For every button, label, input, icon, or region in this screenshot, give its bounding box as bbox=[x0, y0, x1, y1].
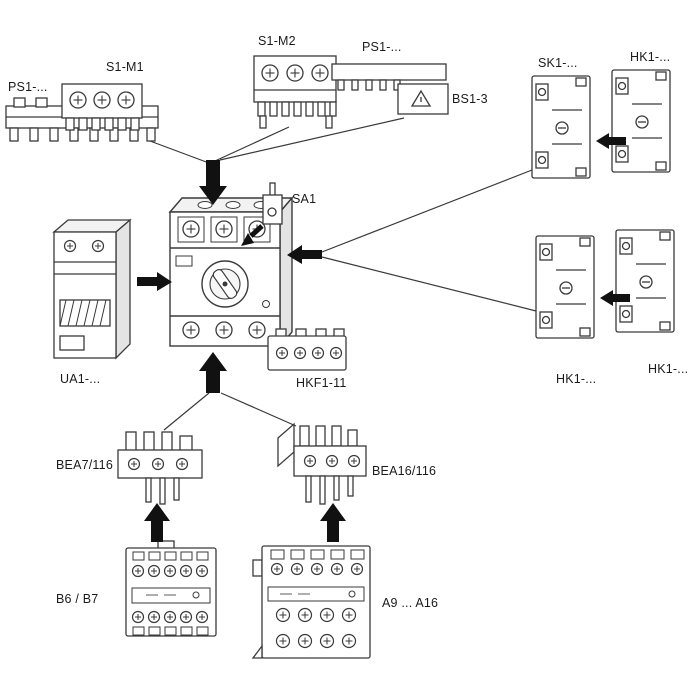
label-bea7-116: BEA7/116 bbox=[56, 458, 113, 472]
component-b6-b7 bbox=[125, 540, 217, 637]
component-s1-m1 bbox=[61, 83, 143, 131]
component-hkf1-11 bbox=[267, 328, 347, 371]
component-sa1 bbox=[262, 182, 283, 225]
component-bs1-3 bbox=[397, 83, 449, 115]
label-sa1: SA1 bbox=[292, 192, 317, 206]
label-s1-m2: S1-M2 bbox=[258, 34, 296, 48]
flow-arrows bbox=[137, 133, 630, 542]
component-hk1-mid-left-module bbox=[535, 235, 595, 339]
label-bea16-116: BEA16/116 bbox=[372, 464, 437, 478]
label-hk1-mid-left: HK1-... bbox=[556, 372, 597, 386]
component-motor-starter bbox=[168, 196, 294, 348]
component-a9-a16 bbox=[251, 545, 371, 659]
label-hkf1-11: HKF1-11 bbox=[296, 376, 347, 390]
label-ps1-left: PS1-... bbox=[8, 80, 48, 94]
component-hk1-mid-right-module bbox=[615, 229, 675, 333]
component-bea7-116 bbox=[117, 431, 203, 505]
label-sk1: SK1-... bbox=[538, 56, 578, 70]
component-ps1-busbar-right bbox=[331, 63, 447, 91]
label-hk1-top: HK1-... bbox=[630, 50, 671, 64]
label-a9-a16: A9 ... A16 bbox=[382, 596, 439, 610]
component-sk1-module bbox=[531, 75, 591, 179]
label-ua1: UA1-... bbox=[60, 372, 101, 386]
label-bs1-3: BS1-3 bbox=[452, 92, 488, 106]
label-ps1-right: PS1-... bbox=[362, 40, 402, 54]
component-s1-m2 bbox=[253, 55, 337, 129]
label-hk1-mid-right: HK1-... bbox=[648, 362, 689, 376]
component-bea16-116 bbox=[277, 422, 367, 505]
component-ua1 bbox=[52, 218, 132, 360]
label-b6-b7: B6 / B7 bbox=[56, 592, 99, 606]
component-hk1-top-module bbox=[611, 69, 671, 173]
label-s1-m1: S1-M1 bbox=[106, 60, 144, 74]
connector-lines bbox=[149, 117, 541, 431]
